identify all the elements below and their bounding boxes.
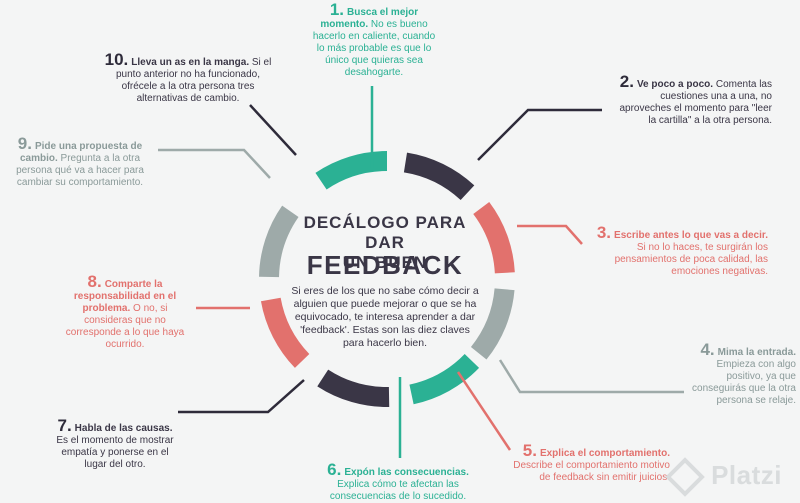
- item-7-body: Es el momento de mostrar empatía y poner…: [56, 435, 174, 470]
- item-4-heading: Mima la entrada.: [717, 347, 796, 358]
- item-5: 5.Explica el comportamiento. Describe el…: [512, 442, 670, 484]
- segment-7: [260, 297, 310, 368]
- item-4: 4.Mima la entrada. Empieza con algo posi…: [686, 341, 796, 407]
- item-7-number: 7.: [57, 416, 72, 435]
- segment-4: [470, 288, 515, 360]
- segment-8: [259, 205, 299, 278]
- item-2: 2.Ve poco a poco. Comenta las cuestiones…: [612, 73, 772, 127]
- item-9-number: 9.: [17, 134, 32, 153]
- item-5-heading: Explica el comportamiento.: [539, 448, 670, 459]
- item-3: 3.Escribe antes lo que vas a decir. Si n…: [592, 224, 768, 278]
- diagram-intro-text: Si eres de los que no sabe cómo decir a …: [291, 285, 479, 349]
- connector-7: [178, 379, 305, 414]
- item-4-number: 4.: [700, 340, 715, 359]
- item-10-heading: Lleva un as en la manga.: [131, 57, 250, 68]
- item-10: 10.Lleva un as en la manga. Si el punto …: [98, 51, 278, 105]
- diagram-title-feedback: FEEDBACK: [306, 250, 464, 280]
- item-10-number: 10.: [104, 50, 129, 69]
- item-6-heading: Expón las consecuencias.: [344, 467, 469, 478]
- item-1-number: 1.: [329, 0, 345, 19]
- item-6: 6.Expón las consecuencias. Explica cómo …: [322, 461, 474, 503]
- item-6-number: 6.: [327, 460, 342, 479]
- item-8-number: 8.: [87, 272, 102, 291]
- item-9: 9.Pide una propuesta de cambio. Pregunta…: [4, 135, 156, 189]
- connector-2: [477, 108, 602, 161]
- platzi-logo: Platzi: [665, 457, 782, 497]
- platzi-logo-icon: [665, 457, 705, 497]
- item-1: 1.Busca el mejor momento. No es bueno ha…: [312, 1, 436, 79]
- connector-4: [498, 359, 684, 394]
- item-7-heading: Habla de las causas.: [74, 423, 173, 434]
- segment-2: [403, 152, 475, 201]
- item-9-body: Pregunta a la otra persona qué va a hace…: [16, 153, 144, 188]
- connector-10: [249, 104, 297, 156]
- item-1-body: No es bueno hacerlo en caliente, cuando …: [312, 19, 436, 78]
- connector-5: [456, 371, 512, 451]
- item-2-number: 2.: [619, 72, 634, 91]
- item-6-body: Explica cómo te afectan las consecuencia…: [329, 479, 467, 502]
- segment-3: [473, 201, 515, 274]
- item-1-heading: Busca el mejor momento.: [320, 7, 419, 30]
- item-7: 7.Habla de las causas. Es el momento de …: [54, 417, 176, 471]
- item-5-number: 5.: [522, 441, 537, 460]
- item-8: 8.Comparte la responsabilidad en el prob…: [60, 273, 190, 351]
- item-2-heading: Ve poco a poco.: [636, 79, 714, 90]
- item-9-heading: Pide una propuesta de cambio.: [19, 141, 143, 164]
- item-5-body: Describe el comportamiento motivo de fee…: [513, 460, 670, 483]
- item-3-heading: Escribe antes lo que vas a decir.: [614, 230, 768, 241]
- item-10-body: Si el punto anterior no ha funcionado, o…: [116, 57, 272, 104]
- item-2-body: Comenta las cuestiones una a una, no apr…: [619, 79, 772, 126]
- item-3-body: Si no lo haces, te surgirán los pensamie…: [614, 242, 768, 277]
- item-8-body: O no, si consideras que no corresponde a…: [65, 303, 185, 350]
- connector-3: [517, 224, 583, 245]
- connector-9: [158, 148, 271, 179]
- item-8-heading: Comparte la responsabilidad en el proble…: [73, 279, 177, 314]
- segment-5: [409, 353, 480, 405]
- segment-1: [315, 151, 388, 190]
- item-3-number: 3.: [596, 223, 612, 242]
- diagram-title-line1: DECÁLOGO PARA DAR UN BUEN: [303, 213, 467, 272]
- segment-6: [317, 369, 390, 407]
- item-4-body: Empieza con algo positivo, ya que conseg…: [692, 359, 796, 406]
